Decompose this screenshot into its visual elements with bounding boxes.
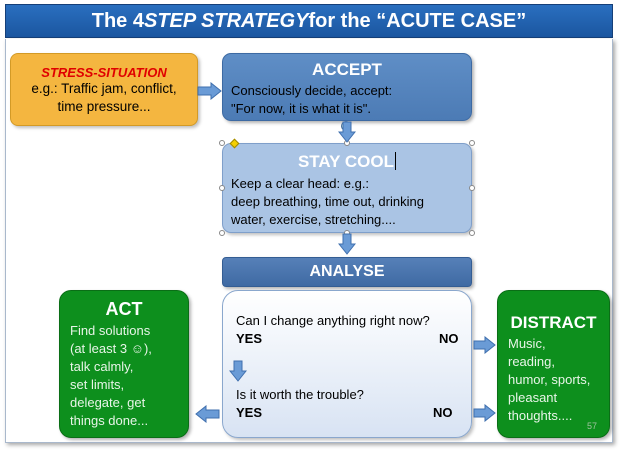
distract-heading: DISTRACT [510,313,597,332]
stress-line-1: e.g.: Traffic jam, conflict, [31,81,177,96]
stay-cool-heading: STAY COOL [297,152,397,171]
title-emphasis: STEP STRATEGY [143,9,309,32]
act-line-3: talk calmly, [70,359,134,374]
stress-situation-box: STRESS-SITUATION e.g.: Traffic jam, conf… [10,53,198,126]
accept-line-2: "For now, it is what it is". [231,101,371,116]
question-2-yes: YES [236,405,263,420]
text-cursor [395,152,397,170]
stay-cool-line-3: water, exercise, stretching.... [231,212,396,227]
accept-line-1: Consciously decide, accept: [231,83,393,98]
question-1: Can I change anything right now? [236,313,430,328]
question-2: Is it worth the trouble? [236,387,364,402]
act-line-2: (at least 3 ☺), [70,341,152,356]
arrow-down-icon [338,121,356,143]
distract-line-1: Music, [508,336,546,351]
arrow-down-icon [229,360,247,382]
arrow-right-icon [473,336,496,354]
arrow-right-icon [473,404,496,422]
resize-handle-right[interactable] [469,185,475,191]
question-1-yes: YES [236,331,263,346]
distract-line-2: reading, [508,354,555,369]
stress-line-2: time pressure... [57,99,151,114]
distract-box: DISTRACT Music, reading, humor, sports, … [497,290,610,438]
slide-title: The 4 STEP STRATEGY for the “ACUTE CASE” [5,4,613,38]
analyse-question-box: Can I change anything right now? YES NO … [222,290,472,438]
resize-handle-top-left[interactable] [219,140,225,146]
title-prefix: The 4 [91,9,144,32]
resize-handle-top-right[interactable] [469,140,475,146]
stay-cool-line-2: deep breathing, time out, drinking [231,194,424,209]
stay-cool-line-1: Keep a clear head: e.g.: [231,176,370,191]
act-line-5: delegate, get [70,395,146,410]
title-suffix: for the “ACUTE CASE” [308,9,527,32]
distract-line-3: humor, sports, [508,372,591,387]
question-1-no: NO [439,331,459,346]
accept-box: ACCEPT Consciously decide, accept: "For … [222,53,472,121]
accept-heading: ACCEPT [312,60,382,79]
question-2-no: NO [433,405,453,420]
act-line-6: things done... [70,413,149,428]
act-box: ACT Find solutions (at least 3 ☺), talk … [59,290,189,438]
distract-line-5: thoughts.... [508,408,573,423]
act-line-4: set limits, [70,377,125,392]
act-heading: ACT [105,299,143,319]
arrow-left-icon [195,405,220,423]
page-number: 57 [586,421,597,431]
analyse-heading: ANALYSE [309,263,385,280]
act-line-1: Find solutions [70,323,151,338]
distract-line-4: pleasant [508,390,558,405]
resize-handle-bottom-right[interactable] [469,230,475,236]
arrow-down-icon [338,233,356,255]
stay-cool-box[interactable]: STAY COOL Keep a clear head: e.g.: deep … [222,143,472,233]
stress-heading: STRESS-SITUATION [41,65,167,80]
resize-handle-bottom-left[interactable] [219,230,225,236]
resize-handle-left[interactable] [219,185,225,191]
analyse-header: ANALYSE [222,257,472,287]
arrow-right-icon [197,82,222,100]
